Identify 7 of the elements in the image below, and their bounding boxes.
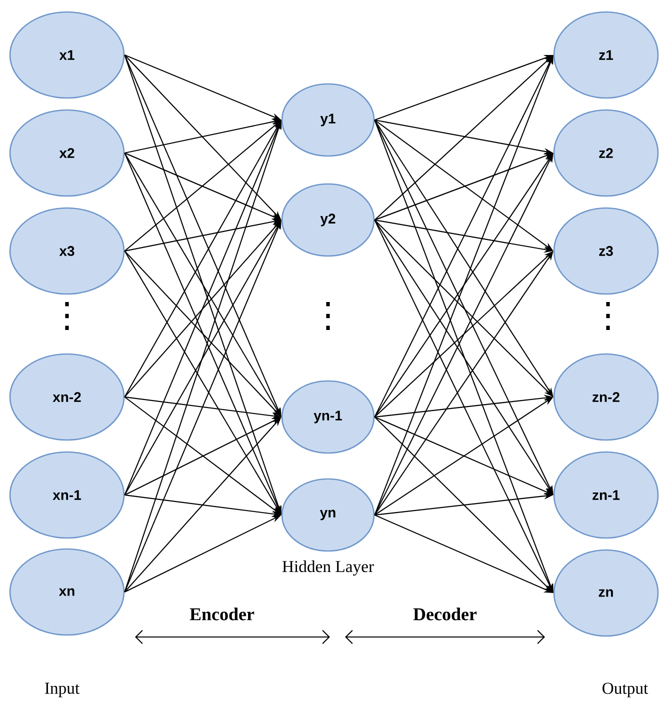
ellipsis-dots: ⋮ <box>65 302 69 330</box>
ellipsis-dots: ⋮ <box>326 302 330 330</box>
layer-label: Encoder <box>190 608 254 620</box>
ellipsis-dots: ⋮ <box>606 302 610 330</box>
layer-label: Input <box>45 682 80 698</box>
layer-label: Output <box>602 682 648 698</box>
layer-label: Decoder <box>413 608 477 620</box>
